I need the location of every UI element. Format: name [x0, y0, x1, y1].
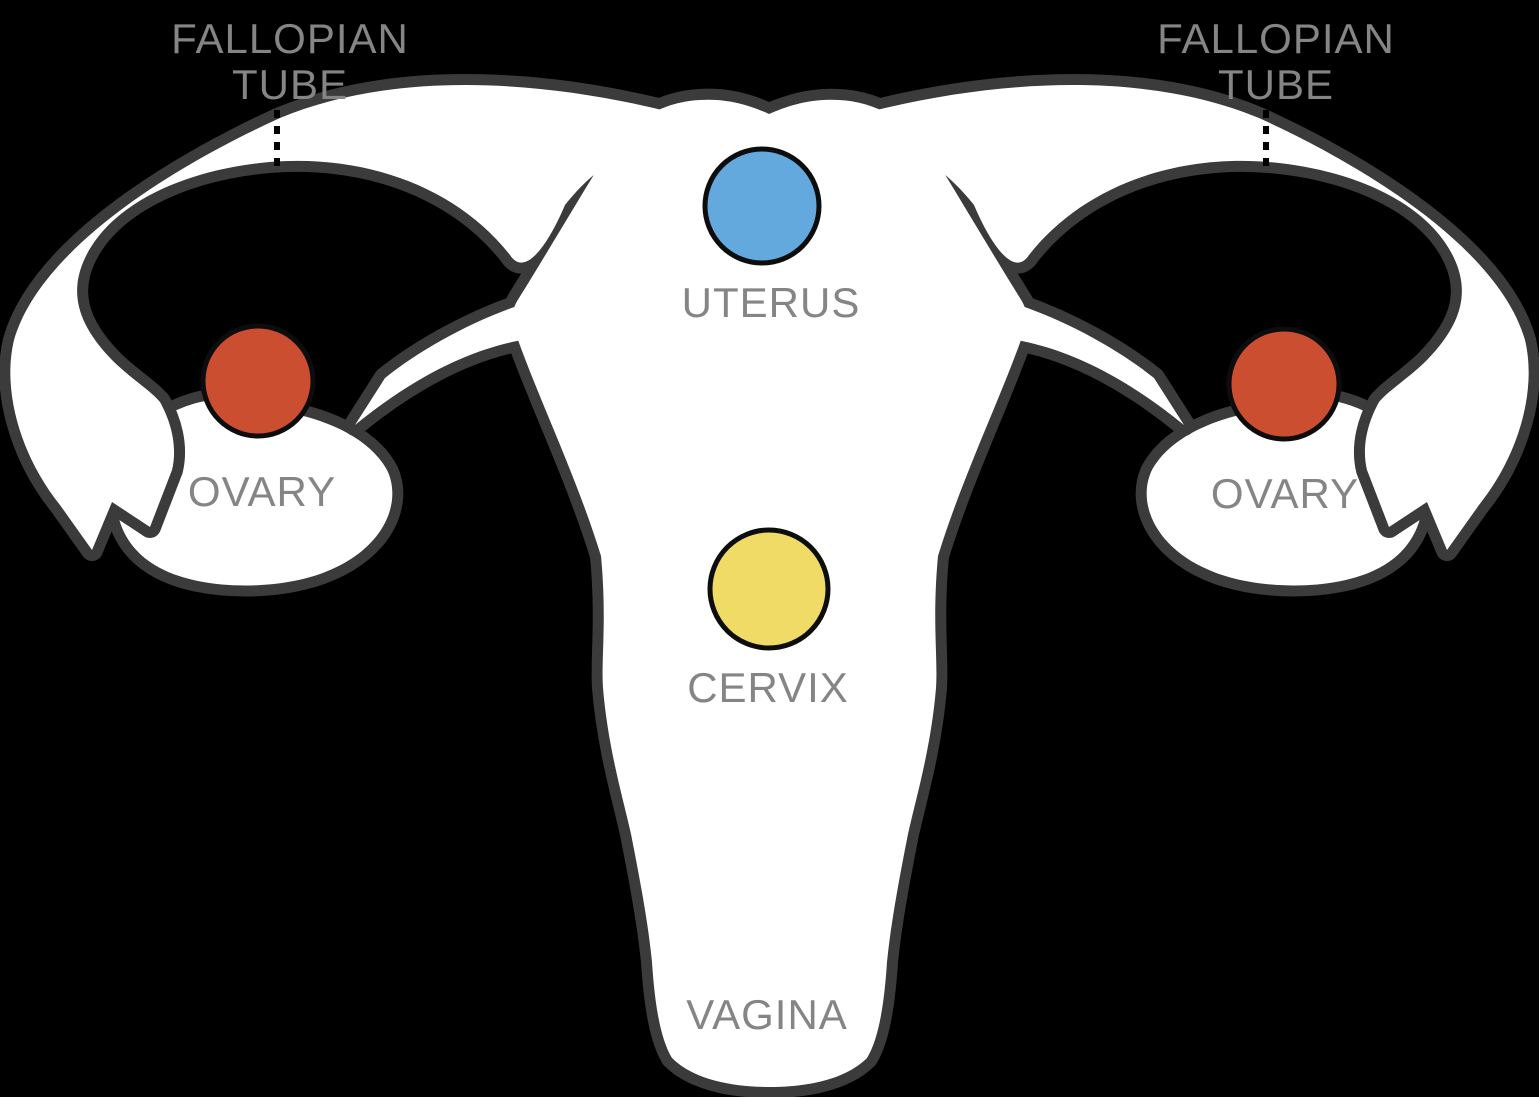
fallopian-tube-label-right: FALLOPIAN TUBE	[1157, 16, 1395, 108]
uterus-label: UTERUS	[681, 279, 861, 326]
fallopian-tube-label-right-line1: FALLOPIAN	[1157, 15, 1395, 62]
ovary-right-marker-dot[interactable]	[1226, 326, 1342, 442]
fallopian-tube-label-left-line2: TUBE	[231, 61, 349, 108]
vagina-label: VAGINA	[686, 991, 848, 1038]
fallopian-tube-label-left-line1: FALLOPIAN	[171, 15, 409, 62]
ovary-label-right: OVARY	[1210, 470, 1360, 517]
uterus-marker-dot[interactable]	[702, 146, 822, 266]
ovary-label-left: OVARY	[187, 468, 337, 515]
cervix-marker-dot[interactable]	[707, 527, 831, 651]
fallopian-tube-label-left: FALLOPIAN TUBE	[171, 16, 409, 108]
ovary-left-marker-dot[interactable]	[200, 323, 316, 439]
fallopian-tube-label-right-line2: TUBE	[1217, 61, 1335, 108]
cervix-label: CERVIX	[687, 664, 849, 711]
